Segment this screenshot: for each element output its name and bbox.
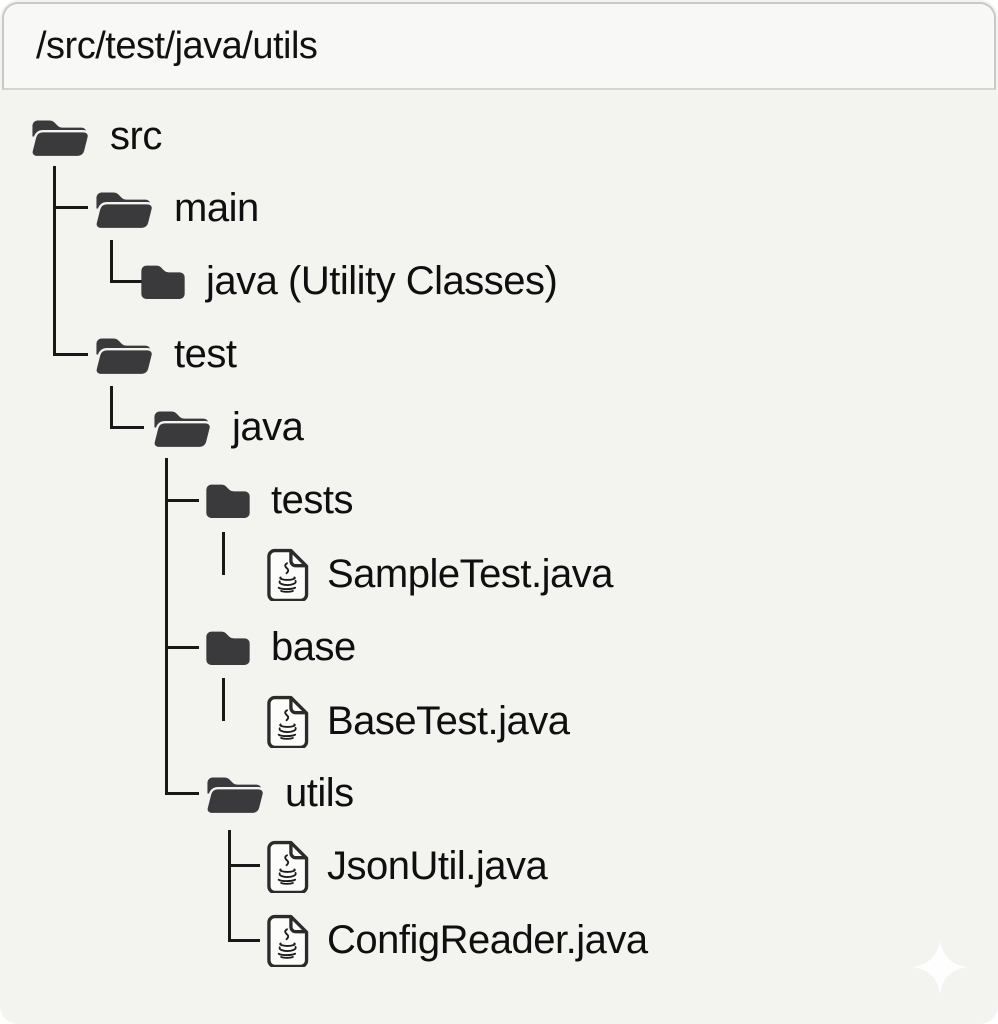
tree-item-label: tests bbox=[271, 477, 353, 522]
java-file-icon bbox=[266, 548, 309, 601]
tree-item-label: java (Utility Classes) bbox=[206, 258, 558, 303]
path-bar[interactable]: /src/test/java/utils bbox=[2, 2, 996, 90]
tree-item-java-utility-classes[interactable]: java (Utility Classes) bbox=[138, 253, 558, 309]
tree-connector-line bbox=[228, 939, 260, 942]
tree-item-label: utils bbox=[285, 770, 354, 815]
open-folder-icon bbox=[28, 113, 92, 160]
tree-item-sampletest-java[interactable]: SampleTest.java bbox=[266, 546, 613, 602]
java-file-icon bbox=[266, 914, 309, 967]
tree-connector-line bbox=[228, 864, 260, 867]
tree-connector-line bbox=[165, 646, 199, 649]
tree-item-jsonutil-java[interactable]: JsonUtil.java bbox=[266, 838, 548, 894]
tree-item-label: src bbox=[110, 113, 162, 158]
closed-folder-icon bbox=[203, 479, 253, 522]
sparkle-icon bbox=[911, 938, 969, 996]
tree-item-main[interactable]: main bbox=[92, 180, 259, 236]
tree-connector-line bbox=[222, 678, 225, 721]
tree-connector-line bbox=[110, 280, 144, 283]
tree-item-label: main bbox=[174, 185, 259, 230]
tree-item-java[interactable]: java bbox=[150, 399, 304, 455]
file-tree: src main java (Utility Classes) test jav… bbox=[0, 94, 998, 1024]
tree-connector-line bbox=[165, 499, 199, 502]
closed-folder-icon bbox=[138, 260, 188, 303]
tree-connector-line bbox=[165, 458, 168, 795]
closed-folder-icon bbox=[203, 626, 253, 669]
tree-item-label: BaseTest.java bbox=[327, 698, 570, 743]
tree-connector-line bbox=[110, 240, 113, 283]
tree-connector-line bbox=[53, 166, 56, 356]
tree-item-test[interactable]: test bbox=[92, 326, 237, 382]
java-file-icon bbox=[266, 840, 309, 893]
open-folder-icon bbox=[92, 331, 156, 378]
open-folder-icon bbox=[150, 404, 214, 451]
tree-connector-line bbox=[110, 426, 144, 429]
tree-item-label: java bbox=[232, 404, 304, 449]
tree-connector-line bbox=[53, 353, 88, 356]
tree-item-base[interactable]: base bbox=[203, 619, 356, 675]
tree-connector-line bbox=[228, 830, 231, 942]
tree-item-label: test bbox=[174, 331, 237, 376]
tree-connector-line bbox=[110, 386, 113, 429]
tree-connector-line bbox=[222, 532, 225, 575]
tree-connector-line bbox=[53, 206, 88, 209]
tree-item-src[interactable]: src bbox=[28, 108, 162, 164]
tree-item-basetest-java[interactable]: BaseTest.java bbox=[266, 693, 570, 749]
tree-item-tests[interactable]: tests bbox=[203, 472, 353, 528]
tree-item-configreader-java[interactable]: ConfigReader.java bbox=[266, 912, 648, 968]
tree-connector-line bbox=[165, 792, 199, 795]
tree-item-label: base bbox=[271, 624, 356, 669]
open-folder-icon bbox=[203, 770, 267, 817]
tree-item-label: ConfigReader.java bbox=[327, 917, 648, 962]
java-file-icon bbox=[266, 695, 309, 748]
path-text: /src/test/java/utils bbox=[36, 24, 318, 67]
tree-item-utils[interactable]: utils bbox=[203, 765, 354, 821]
open-folder-icon bbox=[92, 185, 156, 232]
tree-item-label: SampleTest.java bbox=[327, 551, 613, 596]
tree-item-label: JsonUtil.java bbox=[327, 843, 548, 888]
